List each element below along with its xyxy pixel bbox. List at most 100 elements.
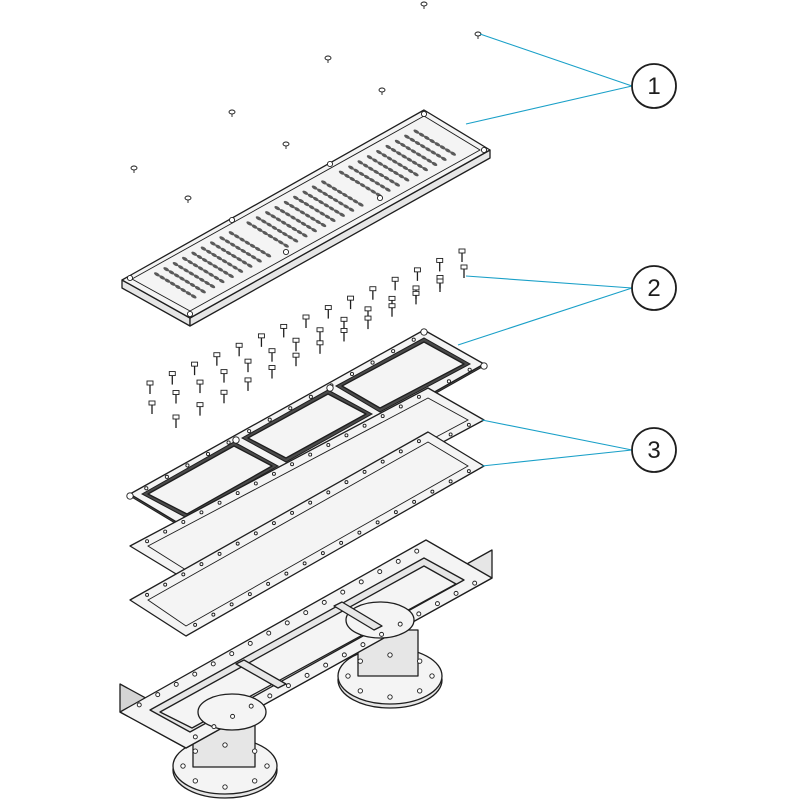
callout-2-leaders	[457, 275, 633, 346]
gasket-lower-hole	[266, 581, 271, 586]
body-rim-hole	[267, 693, 273, 699]
grate-slot	[332, 198, 339, 203]
grate-slot	[233, 234, 240, 239]
grate-hole	[376, 194, 384, 202]
grate-slot	[277, 240, 284, 245]
grate-hole	[480, 146, 488, 154]
grate-slot	[292, 238, 299, 243]
grate-slot	[320, 222, 327, 228]
gasket-lower-hole	[193, 622, 198, 627]
body-rim-hole	[211, 724, 217, 730]
bolt-head	[391, 276, 399, 282]
body-rim-hole	[230, 713, 236, 719]
bolt-head	[436, 257, 444, 263]
gasket-lower-hole	[217, 551, 222, 556]
grate-slot	[370, 189, 377, 194]
grate-slot	[440, 156, 447, 161]
gasket-upper-hole	[290, 462, 295, 467]
gasket-dark-hole	[446, 379, 451, 384]
grate-slot	[210, 241, 216, 246]
grate-slot	[377, 161, 384, 166]
body-rim-hole	[173, 681, 179, 687]
grate-slot	[397, 162, 403, 167]
body-rim-hole	[379, 631, 385, 637]
grate-slot	[347, 196, 354, 201]
grate-slot	[435, 153, 442, 158]
gasket-dark-hole	[308, 394, 313, 399]
grate-slot	[256, 227, 263, 232]
body-rim-hole	[340, 589, 346, 595]
rear-flange-hole	[417, 658, 423, 664]
front-flange-hole	[180, 763, 186, 769]
body-rim-hole	[210, 661, 216, 667]
body-rim-hole	[414, 548, 420, 554]
gasket-lower-hole	[320, 551, 325, 556]
grate-slot	[182, 256, 188, 262]
grate-slot	[378, 172, 385, 178]
grate-slot	[314, 208, 320, 213]
grate-slot	[403, 177, 410, 182]
grate-slot	[401, 154, 407, 159]
grate-slot	[244, 240, 251, 245]
grate-slot	[412, 172, 419, 177]
grate-slot	[175, 284, 181, 290]
grate-hole	[186, 310, 194, 318]
grate-slot	[249, 243, 256, 248]
grate-slot	[409, 137, 416, 143]
bolt-head	[413, 267, 421, 273]
grate-slot	[393, 170, 399, 176]
grate-slot	[169, 281, 176, 286]
grate-slot	[402, 165, 409, 171]
cap-screw	[420, 1, 428, 7]
gasket-upper-hole	[308, 452, 313, 457]
gasket-lower-hole	[290, 510, 295, 515]
body-rim-hole	[453, 590, 459, 596]
grate-slot	[302, 190, 309, 195]
gasket-opening-c-inner	[341, 341, 465, 409]
grate-assembly	[121, 1, 491, 327]
grate-slot	[327, 194, 334, 200]
body-rim-hole	[303, 610, 309, 616]
cap-screw	[282, 141, 290, 147]
grate-slot	[294, 207, 301, 212]
grate-inner-rim	[131, 115, 481, 312]
grate-slot	[404, 134, 410, 139]
grate-slot	[321, 180, 327, 185]
grate-slot	[254, 246, 261, 252]
cap-screw	[130, 165, 138, 171]
grate-slot	[188, 271, 195, 276]
grate-slot	[386, 156, 393, 161]
grate-slot	[382, 164, 389, 169]
grate-slot	[295, 218, 302, 223]
cross-brace-rear	[333, 601, 383, 631]
grate-slot	[172, 261, 179, 267]
grate-slot	[229, 242, 236, 247]
gasket-upper-hole	[380, 414, 385, 419]
body-rim-hole	[285, 683, 291, 689]
gasket-lower-hole	[326, 490, 331, 495]
grate-slot	[291, 226, 298, 232]
bolt-head	[172, 390, 180, 395]
gasket-upper-hole	[398, 404, 403, 409]
grate-slot	[290, 215, 296, 220]
bolt-head	[168, 371, 176, 377]
gasket-dark-hole	[391, 349, 396, 354]
cap-screw	[378, 87, 386, 93]
gasket-lower-hole	[235, 541, 240, 546]
bolt-head	[257, 333, 265, 339]
gasket-lower-hole	[393, 510, 398, 515]
grate-slot	[434, 142, 441, 147]
grate-slot	[163, 267, 170, 272]
grate-slot	[415, 152, 422, 157]
bolt-head	[369, 286, 377, 292]
grate-slot	[328, 206, 335, 211]
bolt-head	[235, 342, 243, 348]
gasket-dark-hole	[144, 486, 149, 491]
grate-slot	[358, 171, 365, 176]
grate-slot	[240, 248, 247, 254]
grate-slot	[216, 255, 223, 261]
body-rim-hole	[136, 702, 142, 708]
grate-slot	[231, 254, 237, 259]
grate-slot	[366, 155, 373, 160]
grate-slot	[281, 232, 288, 237]
